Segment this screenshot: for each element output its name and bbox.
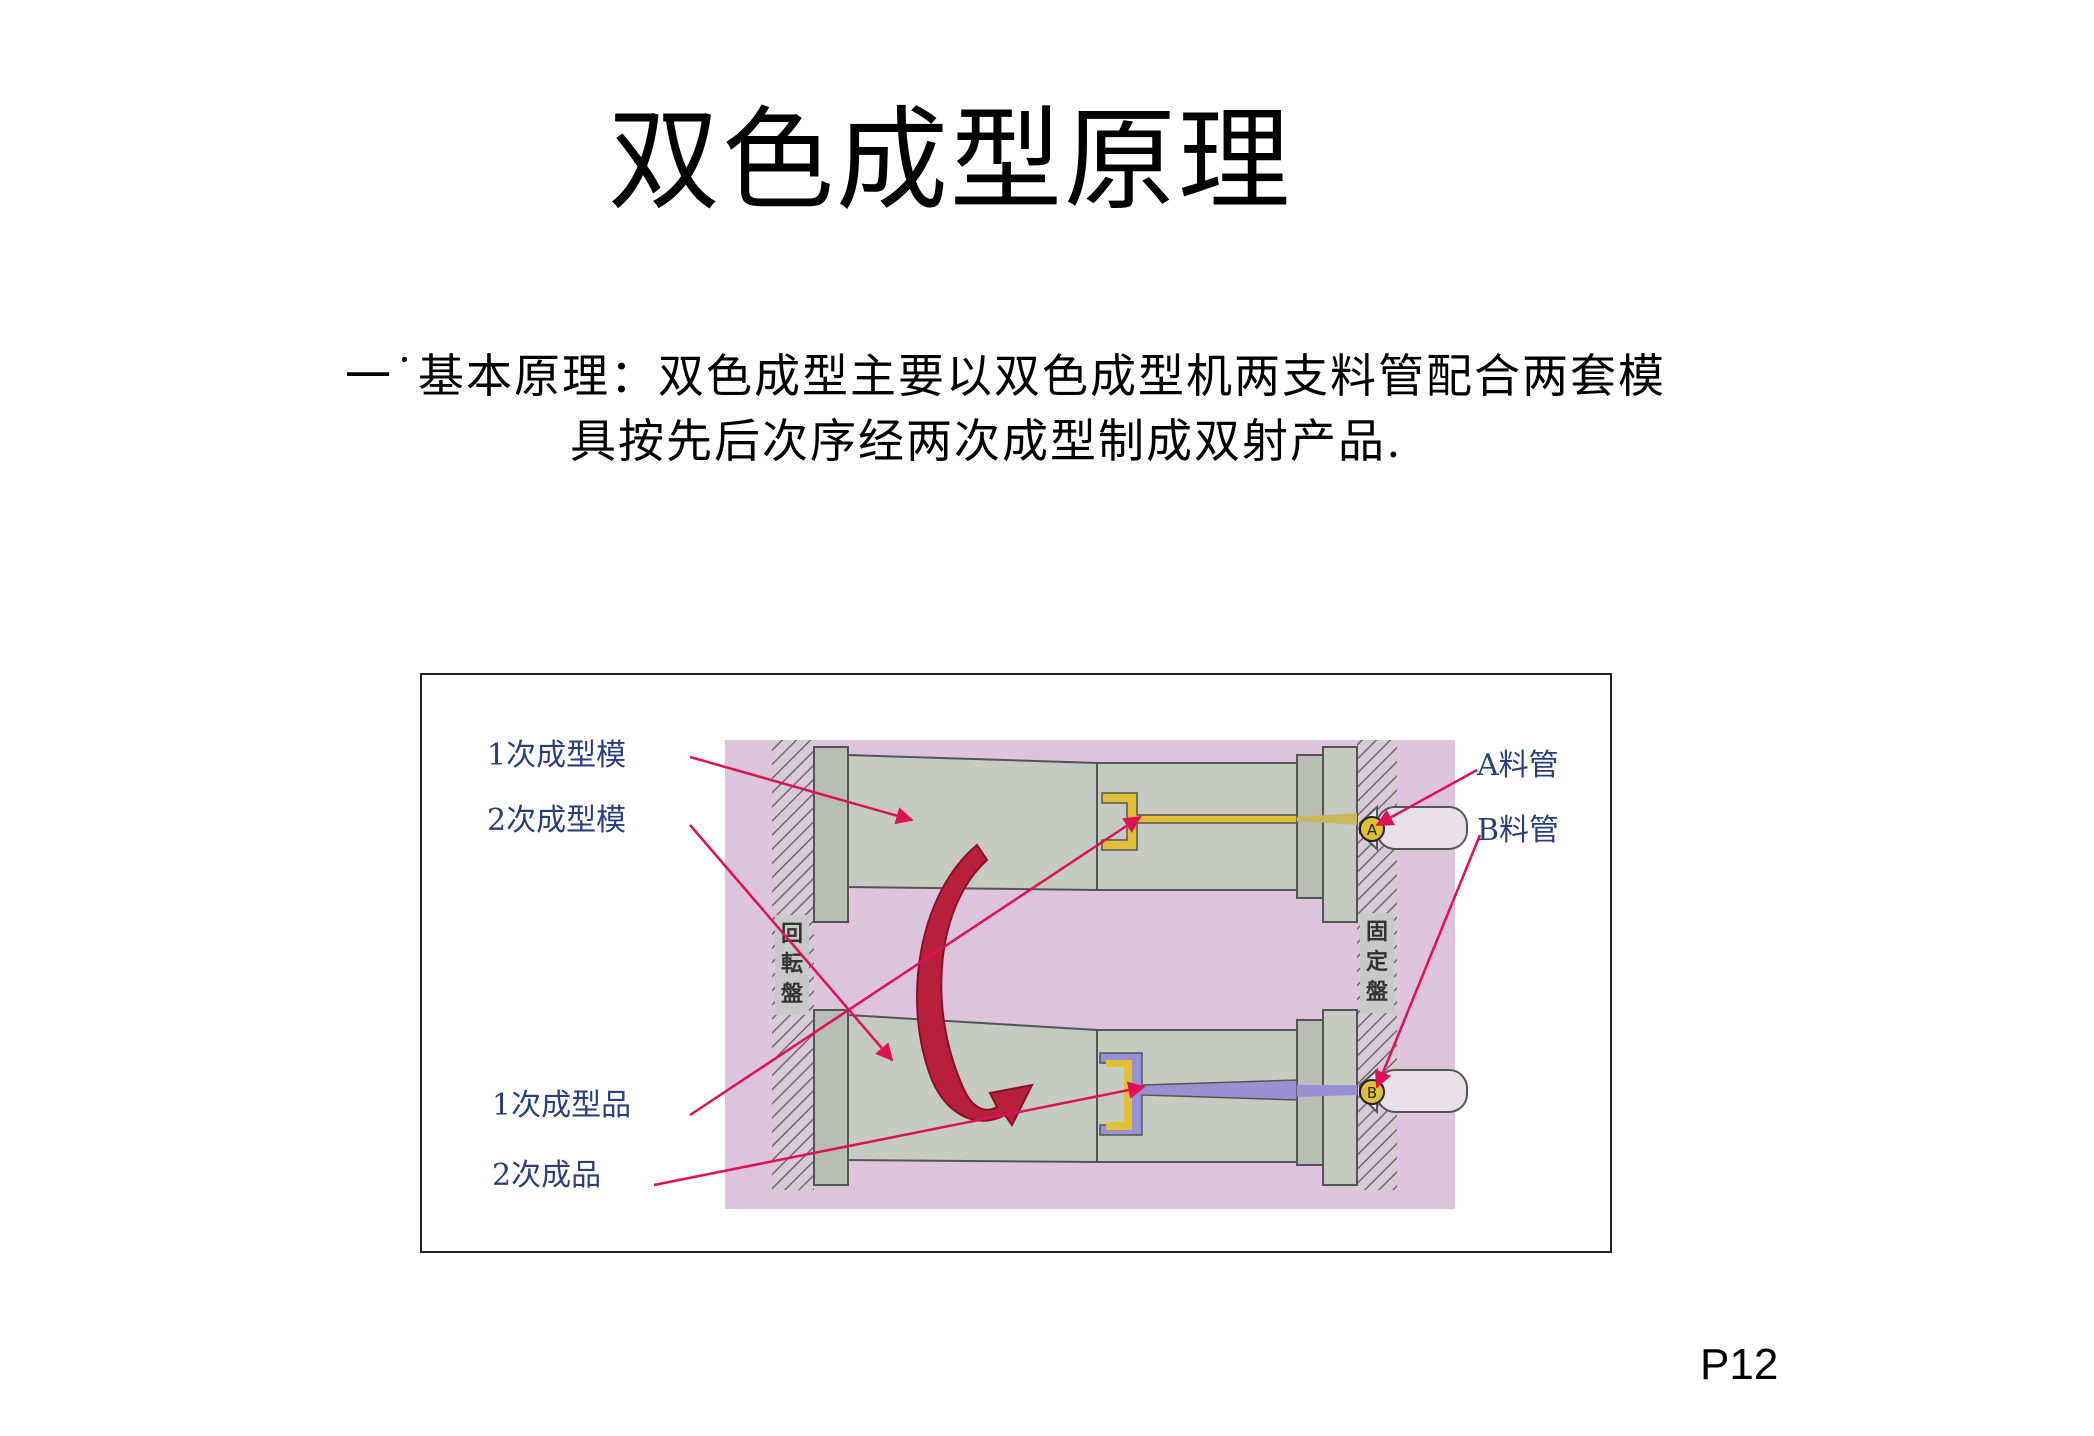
nozzle-b	[1297, 1085, 1357, 1097]
label-product-2: 2次成品	[492, 1158, 601, 1193]
upper-fixed-plate-2	[1322, 746, 1358, 923]
arrow-barrel-a	[1375, 768, 1478, 827]
upper-first-shot-part	[1101, 792, 1298, 851]
arrow-barrel-b	[1374, 834, 1482, 1089]
label-mold-2: 2次成型模	[487, 803, 626, 838]
label-barrel-b: B料管	[1477, 813, 1559, 848]
arrow-mold-1	[689, 755, 914, 825]
fixed-platen-label: 固定盤	[1366, 920, 1389, 1005]
principle-text-line-2: 具按先后次序经两次成型制成双射产品.	[570, 414, 1403, 468]
label-product-1: 1次成型品	[492, 1088, 631, 1123]
lower-fixed-plate-2	[1322, 1009, 1358, 1186]
nozzle-a	[1297, 813, 1357, 825]
diagram-frame: A B 回転盤 固定盤 1次成型模 2次成型模 1次成型品 2次成品	[420, 673, 1612, 1253]
lower-first-shot-part	[1106, 1060, 1132, 1130]
rotating-platen-label: 回転盤	[781, 922, 804, 1007]
barrel-a	[1376, 806, 1468, 850]
barrel-a-marker-label: A	[1367, 821, 1378, 839]
page-title: 双色成型原理	[608, 96, 1292, 226]
arrow-product-1	[689, 815, 1142, 1117]
lower-mold-plate	[813, 1009, 849, 1186]
upper-mold-plate	[813, 746, 849, 923]
fixed-platen-label-bg	[1360, 913, 1394, 1013]
principle-text-line-1: 一˙基本原理：双色成型主要以双色成型机两支料管配合两套模	[345, 349, 1666, 403]
page-number: P12	[1700, 1340, 1779, 1389]
two-color-molding-diagram: A B 回転盤 固定盤 1次成型模 2次成型模 1次成型品 2次成品	[487, 738, 1559, 1209]
barrel-b-marker-label: B	[1367, 1084, 1377, 1102]
barrel-b	[1376, 1069, 1468, 1113]
label-mold-1: 1次成型模	[487, 738, 626, 773]
label-barrel-a: A料管	[1476, 748, 1559, 783]
arrow-mold-2	[689, 824, 894, 1062]
arrow-product-2	[653, 1081, 1146, 1187]
upper-fixed-plate	[1296, 754, 1324, 899]
